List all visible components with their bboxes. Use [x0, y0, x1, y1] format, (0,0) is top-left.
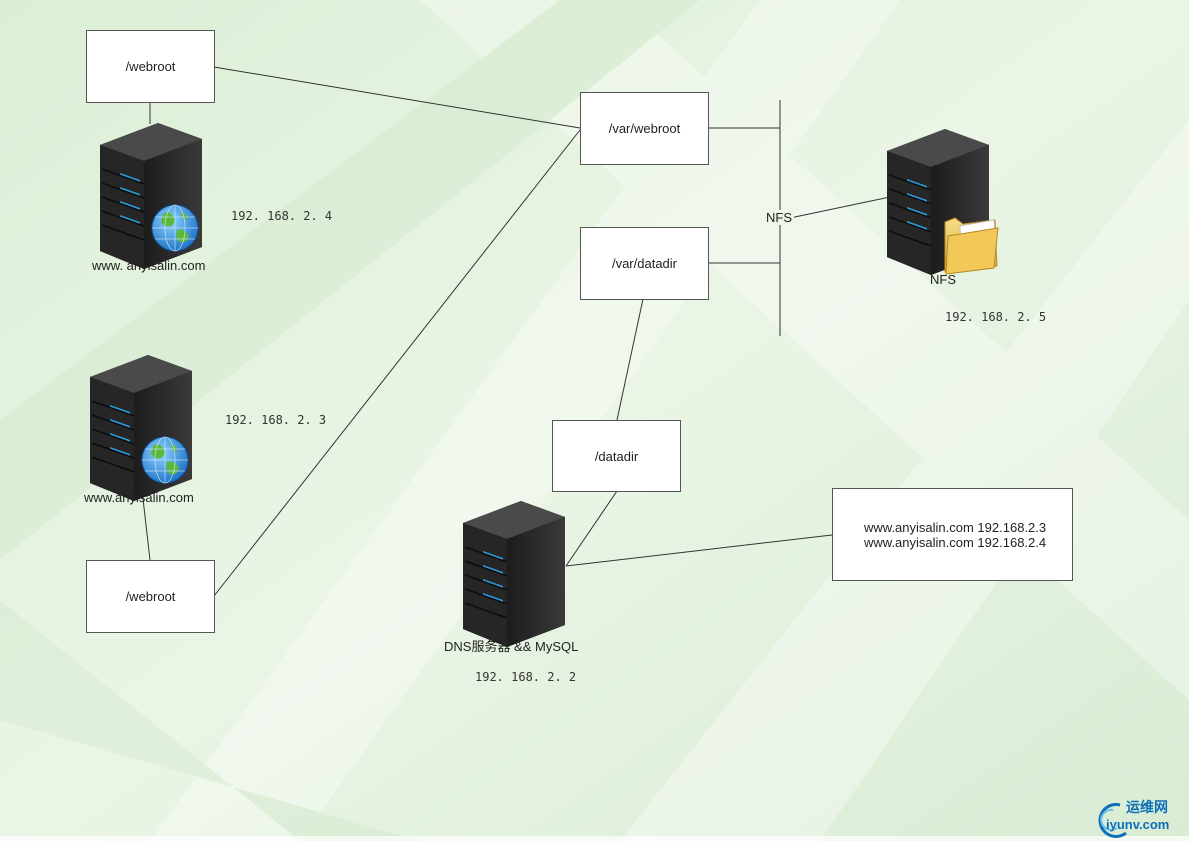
- web-server-1-name: www. anyisalin.com: [92, 258, 206, 273]
- watermark-en: iyunv.com: [1106, 817, 1170, 832]
- link-webroot-bottom-to-var-webroot: [213, 129, 581, 597]
- web-server-1-ip: 192. 168. 2. 4: [231, 209, 333, 223]
- nfs-bus-label: NFS: [764, 210, 794, 225]
- globe-icon: [151, 204, 199, 252]
- link-webroot-top-to-var-webroot: [213, 66, 581, 129]
- nfs-server-name: NFS: [930, 272, 956, 287]
- connectors: [141, 66, 891, 597]
- hosts-line: www.anyisalin.com 192.168.2.4: [864, 534, 1047, 550]
- link-nfs-bus-to-nfs-server: [789, 196, 891, 219]
- watermark-logo-icon: [1098, 803, 1127, 838]
- dns-server-ip: 192. 168. 2. 2: [475, 670, 577, 684]
- link-dns-server-to-hosts: [565, 534, 833, 567]
- link-datadir-to-dns-server: [565, 490, 618, 567]
- dns-server-name: DNS服务器 && MySQL: [444, 639, 579, 654]
- var-datadir-box: /var/datadir: [580, 227, 709, 300]
- web-server-2-name: www.anyisalin.com: [84, 490, 194, 505]
- var-webroot-box: /var/webroot: [580, 92, 709, 165]
- server-icon: [462, 500, 566, 648]
- web-server-2-ip: 192. 168. 2. 3: [225, 413, 327, 427]
- link-var-datadir-to-datadir: [616, 298, 644, 421]
- watermark-cn: 运维网: [1126, 799, 1168, 815]
- folder-icon: [944, 217, 999, 275]
- datadir-box: /datadir: [552, 420, 681, 492]
- globe-icon: [141, 436, 189, 484]
- watermark: 运维网 iyunv.com: [1086, 793, 1186, 837]
- dns-hosts-box: www.anyisalin.com 192.168.2.3 www.anyisa…: [832, 488, 1073, 581]
- nfs-server-ip: 192. 168. 2. 5: [945, 310, 1047, 324]
- hosts-line: www.anyisalin.com 192.168.2.3: [864, 519, 1047, 535]
- link-server2-to-webroot-bottom: [141, 489, 151, 561]
- webroot-box-top: /webroot: [86, 30, 215, 103]
- webroot-box-bottom: /webroot: [86, 560, 215, 633]
